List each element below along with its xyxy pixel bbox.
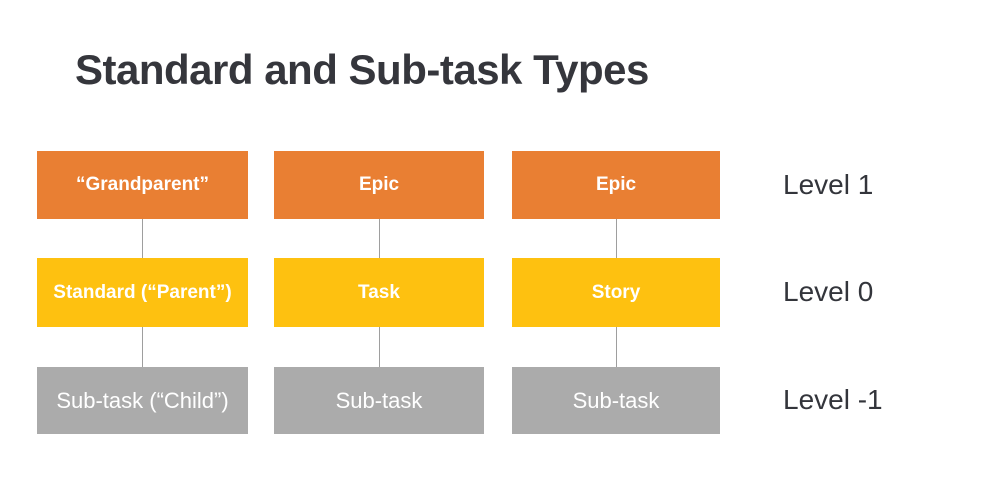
column-epic-task-hierarchy: Epic Task Sub-task bbox=[274, 151, 484, 434]
connector-line bbox=[142, 327, 143, 367]
connector-line bbox=[378, 219, 380, 258]
connector-line bbox=[378, 327, 380, 367]
connector-line bbox=[142, 219, 143, 258]
level-minus1-label: Level -1 bbox=[783, 384, 883, 415]
box-task: Task bbox=[274, 258, 484, 327]
box-subtask-story-col: Sub-task bbox=[512, 367, 720, 434]
box-subtask-task-col: Sub-task bbox=[274, 367, 484, 434]
page-title: Standard and Sub-task Types bbox=[75, 46, 649, 93]
box-epic-task-col: Epic bbox=[274, 151, 484, 219]
connector-line bbox=[615, 327, 617, 367]
level-1-label: Level 1 bbox=[783, 169, 874, 200]
box-epic-story-col: Epic bbox=[512, 151, 720, 219]
level-0-label: Level 0 bbox=[783, 276, 874, 307]
box-story: Story bbox=[512, 258, 720, 327]
column-epic-story-hierarchy: Epic Story Sub-task bbox=[512, 151, 720, 434]
box-grandparent: “Grandparent” bbox=[37, 151, 248, 219]
box-subtask-child: Sub-task (“Child”) bbox=[37, 367, 248, 434]
column-standard-hierarchy: “Grandparent” Standard (“Parent”) Sub-ta… bbox=[37, 151, 248, 434]
connector-line bbox=[615, 219, 617, 258]
box-standard-parent: Standard (“Parent”) bbox=[37, 258, 248, 327]
